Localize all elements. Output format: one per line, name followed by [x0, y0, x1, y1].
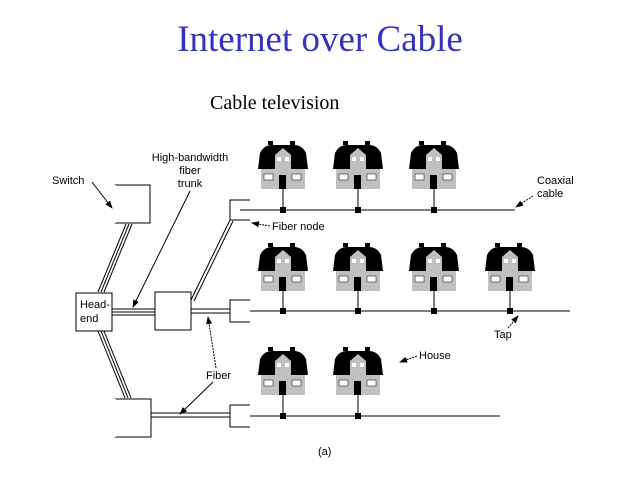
- switch-label: Switch: [52, 175, 84, 187]
- coaxial-label-line1: Coaxial: [537, 175, 574, 187]
- tap-point: [280, 413, 286, 419]
- fiber-node-connector-3: [229, 404, 250, 428]
- headend-label-line2: end: [80, 313, 98, 325]
- fiber-node-connector-2: [229, 299, 250, 323]
- tap-point: [507, 308, 513, 314]
- tap-point: [280, 207, 286, 213]
- house-icon: [257, 346, 309, 396]
- house-icon: [257, 140, 309, 190]
- trunk-label-line2: fiber: [179, 165, 201, 177]
- tap-label: Tap: [494, 329, 512, 341]
- trunk-label-line3: trunk: [178, 178, 203, 190]
- switch-box: [114, 184, 151, 224]
- trunk-label-line1: High-bandwidth: [152, 152, 228, 164]
- fiber-node-box-bottom: [114, 398, 152, 438]
- houses-layer: [257, 140, 536, 419]
- fiber-node-label: Fiber node: [272, 221, 325, 233]
- slide-subtitle: Cable television: [210, 92, 340, 114]
- house-icon: [332, 346, 384, 396]
- fiber-trunks: [97, 219, 234, 418]
- tap-point: [280, 308, 286, 314]
- house-icon: [408, 242, 460, 292]
- tap-point: [431, 207, 437, 213]
- house-icon: [332, 242, 384, 292]
- tap-point: [355, 308, 361, 314]
- house-icon: [484, 242, 536, 292]
- slide-title: Internet over Cable: [177, 19, 463, 60]
- fiber-node-connector-1: [229, 199, 250, 221]
- headend-label-line1: Head-: [80, 299, 110, 311]
- house-icon: [332, 140, 384, 190]
- figure-caption: (a): [318, 446, 331, 458]
- coaxial-label-line2: cable: [537, 188, 563, 200]
- fiber-node-box-middle: [154, 291, 192, 331]
- tap-point: [355, 413, 361, 419]
- house-icon: [408, 140, 460, 190]
- house-label: House: [419, 350, 451, 362]
- tap-point: [355, 207, 361, 213]
- house-icon: [257, 242, 309, 292]
- tap-point: [431, 308, 437, 314]
- fiber-label: Fiber: [206, 370, 231, 382]
